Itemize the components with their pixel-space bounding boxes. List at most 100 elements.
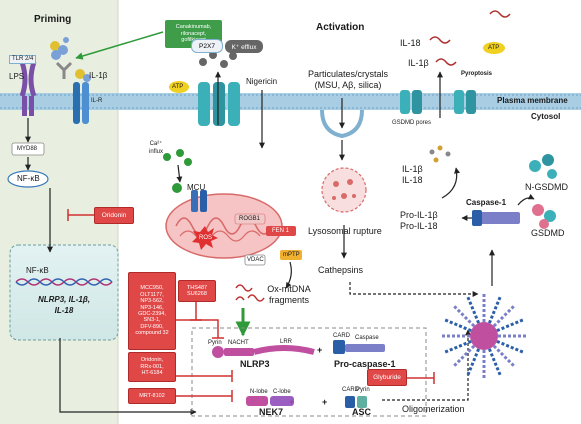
ca-ion-icon (163, 153, 171, 161)
mcu-channel-icon (191, 190, 198, 212)
cytokine-dot (429, 149, 435, 155)
asc-card (345, 396, 355, 408)
biologic-2: rilonacept, (180, 30, 207, 37)
inhibitor-dfv-890: DFV-890, (140, 323, 164, 330)
antibody-icon (55, 61, 73, 79)
lrr-label: LRR (280, 339, 293, 345)
inflammasome-core (470, 322, 498, 350)
lps-molecule-icon (50, 37, 69, 60)
assembled-inflammasome-icon (440, 292, 528, 380)
k-ion-icon (199, 58, 207, 66)
inhibitor-su6268: SU6268 (187, 291, 207, 297)
il1-receptor-icon (73, 69, 91, 124)
gsdmd-label: GSDMD (531, 228, 565, 238)
ros-label: ROS (199, 235, 213, 241)
caspase-domain-label: Caspase (355, 335, 379, 341)
particulates-line1: Particulates/crystals (307, 69, 389, 79)
nlrp3-label: NLRP3 (240, 359, 270, 369)
inhibitor-group1-box: MCC950, OLT1177, NP3-562, NP3-146, GDC-2… (128, 272, 176, 350)
arrow-gsdmd-cleave (517, 193, 535, 206)
inhibitor-ht-6184: HT-6184 (141, 370, 163, 377)
rogb1-box (234, 213, 266, 225)
pro-il1b-label: Pro-IL-1β (400, 210, 438, 220)
activation-title: Activation (316, 22, 365, 33)
nlrp3-lrr-domain (253, 345, 315, 355)
ca-influx-line2: influx (148, 149, 163, 155)
fen1-box (266, 226, 296, 236)
inhibitor-oridonin: Oridonin, (140, 357, 164, 364)
inhibitor-group3-box: Oridonin, RRx-001, HT-6184 (128, 352, 176, 382)
glyburide-box: Glyburide (367, 369, 407, 386)
nek7-n-lobe (246, 396, 268, 406)
p2x7-channel-icon (198, 82, 240, 126)
pro-il18-label: Pro-IL-18 (400, 221, 438, 231)
nlrp3-nacht-domain (224, 348, 254, 356)
n-lobe-label: N-lobe (250, 389, 268, 395)
inflammasome-spoke (442, 317, 472, 333)
atp-released-label: ATP (488, 45, 500, 51)
lysosomal-rupture-label: Lysosomal rupture (308, 226, 382, 236)
released-cytokine-icon (429, 36, 451, 44)
mptp-box (280, 250, 302, 260)
ox-mtdna-line1: Ox-mtDNA (267, 284, 311, 294)
vdac-label: VDAC (247, 257, 264, 263)
cytosol-il1b-label: IL-1β (402, 164, 423, 174)
inflammasome-spoke (492, 344, 517, 369)
target-genes-line2: IL-18 (54, 306, 74, 315)
inhibit-group3-line (176, 370, 233, 382)
inhibitor-mcc950: MCC950, (140, 285, 164, 292)
rogb1-label: ROGB1 (239, 216, 261, 222)
atp-label: ATP (172, 84, 184, 90)
inhibitor-group4-box: MRT-8102 (128, 388, 176, 404)
pro-caspase1-label: Pro-caspase-1 (334, 359, 396, 369)
inhibitor-rrx-001: RRx-001, (140, 363, 164, 370)
p2x7-label: P2X7 (191, 39, 223, 53)
arrow-oligomerization (382, 329, 471, 401)
ca-influx-line1: Ca²⁺ (149, 141, 163, 147)
ros-burst-icon (192, 226, 218, 250)
il1r-label: IL-R (91, 98, 103, 104)
pyroptosis-label: Pyroptosis (461, 71, 493, 77)
caspase1-label: Caspase-1 (466, 198, 507, 207)
plasma-membrane (0, 93, 581, 110)
inhibit-group2-line (190, 300, 202, 321)
gsdmd-icon (532, 204, 556, 229)
membrane-label: Plasma membrane (497, 96, 568, 105)
inflammasome-spoke (442, 339, 472, 355)
endocytosis-icon (320, 98, 364, 139)
nucleus (9, 244, 119, 341)
arrow-pro-mature (441, 167, 460, 199)
inhibit-group4-line (176, 390, 233, 402)
nfkb-label: NF-κB (17, 174, 40, 183)
oligomerization-label: Oligomerization (402, 404, 465, 414)
nek7-label: NEK7 (259, 407, 284, 417)
inhibitor-compound-32: compound 32 (135, 330, 169, 337)
cathepsins-label: Cathepsins (318, 265, 364, 275)
nigericin-label: Nigericin (246, 77, 278, 86)
nacht-label: NACHT (228, 340, 249, 346)
card-label: CARD (333, 333, 351, 339)
plus-1: + (317, 345, 323, 355)
n-gsdmd-icon (529, 154, 557, 179)
inhibitor-gdc-2394: GDC-2394, (138, 311, 166, 317)
k-efflux-label: K⁺ efflux (225, 40, 263, 53)
caspase1-enzyme-icon (480, 212, 520, 224)
nfkb-nucleus-label: NF-κB (26, 266, 49, 275)
nfkb-cytosol (7, 170, 49, 188)
gsdmd-pores-label: GSDMD pores (392, 120, 432, 126)
inhibitor-ths487: THS487 (186, 284, 208, 291)
inhibit-glyburide-line (406, 372, 435, 384)
mitochondrion-icon (165, 193, 283, 259)
asc-pyrin-label: Pyrin (356, 387, 370, 393)
inflammasome-spoke (487, 348, 503, 378)
inflammasome-spoke (451, 303, 476, 328)
ox-mtdna-line2: fragments (268, 295, 310, 305)
inflammasome-spoke (496, 317, 526, 333)
inflammasome-spoke (465, 348, 481, 378)
arrow-biologics-il1 (75, 31, 164, 60)
myd88-label: MYD88 (17, 146, 38, 152)
inflammasome-spoke (451, 344, 476, 369)
nlrp3-pyrin-domain (212, 346, 224, 358)
arrow-nucleus-nlrp3 (59, 338, 197, 415)
